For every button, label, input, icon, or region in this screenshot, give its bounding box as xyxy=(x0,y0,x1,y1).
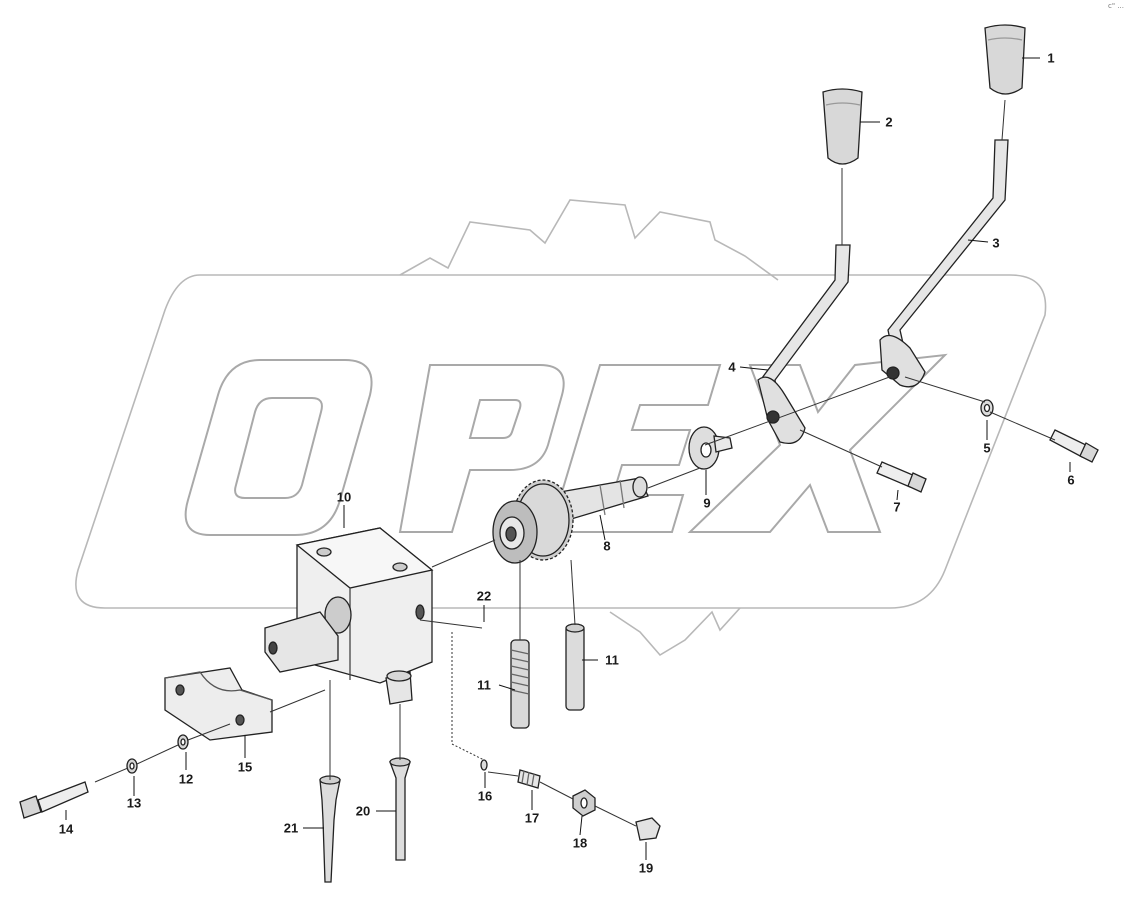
leader-18 xyxy=(579,815,583,836)
watermark-letter-x xyxy=(687,353,948,533)
leader-8 xyxy=(599,514,606,541)
clamp-15 xyxy=(164,667,273,741)
part-label-1: 1 xyxy=(1047,50,1055,66)
knob-2 xyxy=(822,88,863,165)
washer-12 xyxy=(177,734,189,750)
watermark-letter-e xyxy=(548,364,722,533)
pin-21 xyxy=(319,775,341,883)
part-label-5: 5 xyxy=(983,440,991,456)
knob-1 xyxy=(984,24,1026,95)
pin-11-plain xyxy=(565,623,585,711)
washer-5 xyxy=(980,399,994,417)
assembly-lines xyxy=(94,99,1056,827)
part-label-21: 21 xyxy=(283,820,299,836)
part-label-16: 16 xyxy=(477,788,493,804)
watermark-badge xyxy=(75,274,1047,609)
opex-watermark-letters xyxy=(184,353,948,536)
parts-artwork xyxy=(19,24,1099,883)
part-label-4: 4 xyxy=(728,359,736,375)
lever-4 xyxy=(757,244,851,445)
bolt-7 xyxy=(876,461,927,493)
pin-11-threaded xyxy=(510,639,530,729)
part-label-17: 17 xyxy=(524,810,540,826)
watermark-letter-p xyxy=(398,364,565,533)
leader-lines xyxy=(65,57,1071,860)
watermark-gear-outline xyxy=(399,199,779,281)
part-label-14: 14 xyxy=(58,821,74,837)
gear-shaft-8 xyxy=(492,476,649,564)
ball-16 xyxy=(480,759,488,771)
part-label-6: 6 xyxy=(1067,472,1075,488)
nut-18 xyxy=(572,789,596,817)
part-label-19: 19 xyxy=(638,860,654,876)
bushing-9 xyxy=(688,426,733,470)
part-label-10: 10 xyxy=(336,489,352,505)
part-label-13: 13 xyxy=(126,795,142,811)
part-label-11-threaded: 11 xyxy=(477,677,491,693)
spring-17 xyxy=(517,769,541,789)
part-label-8: 8 xyxy=(603,538,611,554)
watermark-gear-lower xyxy=(609,607,741,657)
housing-block-10 xyxy=(264,527,434,705)
part-label-2: 2 xyxy=(885,114,893,130)
part-label-3: 3 xyxy=(992,235,1000,251)
part-label-11-plain: 11 xyxy=(605,652,619,668)
corner-mark: c" ... xyxy=(1108,2,1124,10)
watermark-letter-o xyxy=(184,359,373,536)
part-label-20: 20 xyxy=(355,803,371,819)
part-label-15: 15 xyxy=(237,759,253,775)
bolt-14 xyxy=(19,781,89,819)
bolt-6 xyxy=(1049,429,1099,463)
part-label-12: 12 xyxy=(178,771,194,787)
leader-7 xyxy=(896,489,899,501)
part-label-7: 7 xyxy=(893,499,901,515)
leader-11a xyxy=(498,684,516,691)
part-label-22: 22 xyxy=(476,588,492,604)
part-label-9: 9 xyxy=(703,495,711,511)
washer-13 xyxy=(126,758,138,774)
part-label-18: 18 xyxy=(572,835,588,851)
leader-3 xyxy=(967,239,989,243)
opex-watermark xyxy=(75,199,1047,657)
plug-19 xyxy=(635,817,661,841)
lever-3 xyxy=(879,139,1009,388)
leader-4 xyxy=(739,366,769,371)
pin-20 xyxy=(389,757,411,861)
